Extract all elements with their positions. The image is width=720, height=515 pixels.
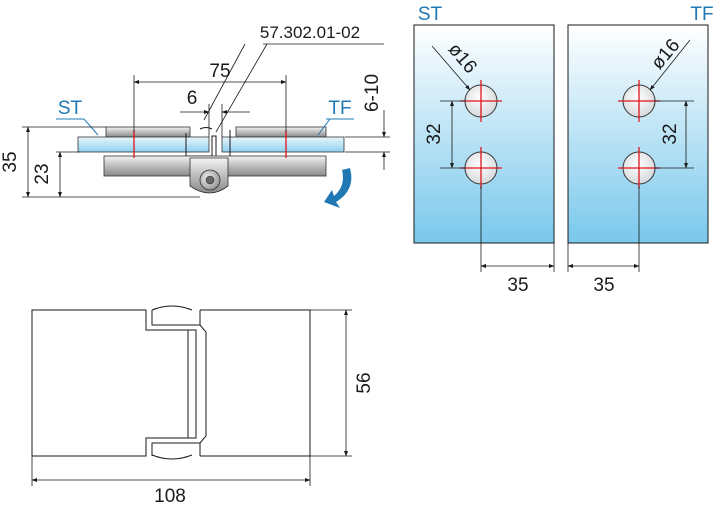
part-number: 57.302.01-02 (260, 23, 360, 42)
glass-pane-left (77, 136, 210, 153)
glass-pane-right (221, 136, 345, 153)
curved-arrow-icon (324, 168, 352, 208)
dim-gap: 6 (187, 88, 198, 109)
glass-pane-st (413, 24, 555, 244)
dim-plate-height: 56 (354, 372, 375, 393)
dim-hole-pitch-tf: 32 (660, 123, 681, 144)
dim-base-height: 23 (32, 163, 53, 184)
top-clamp-left (105, 126, 191, 138)
dim-edge-offset-tf: 35 (593, 275, 614, 296)
glass-hole-patterns: ST TF ø16 32 35 ø16 (413, 4, 714, 296)
front-view: 56 108 (31, 305, 375, 507)
hinge-plate-outline (31, 309, 189, 457)
side-view: 75 6 57.302.01-02 ST TF 6-10 35 23 (0, 23, 390, 208)
label-tf-side: TF (328, 98, 351, 119)
dim-plate-width: 108 (154, 486, 186, 507)
dim-glass-thickness: 6-10 (362, 74, 383, 112)
top-clamp-right (235, 126, 327, 138)
dim-edge-offset-st: 35 (507, 275, 528, 296)
label-st-pattern: ST (418, 4, 443, 25)
label-tf-pattern: TF (690, 4, 713, 25)
dim-hole-pitch-st: 32 (424, 123, 445, 144)
dim-hole-spacing: 75 (209, 61, 230, 82)
glass-pane-tf (567, 24, 709, 244)
dim-overall-height: 35 (0, 151, 21, 172)
label-st-side: ST (58, 98, 83, 119)
